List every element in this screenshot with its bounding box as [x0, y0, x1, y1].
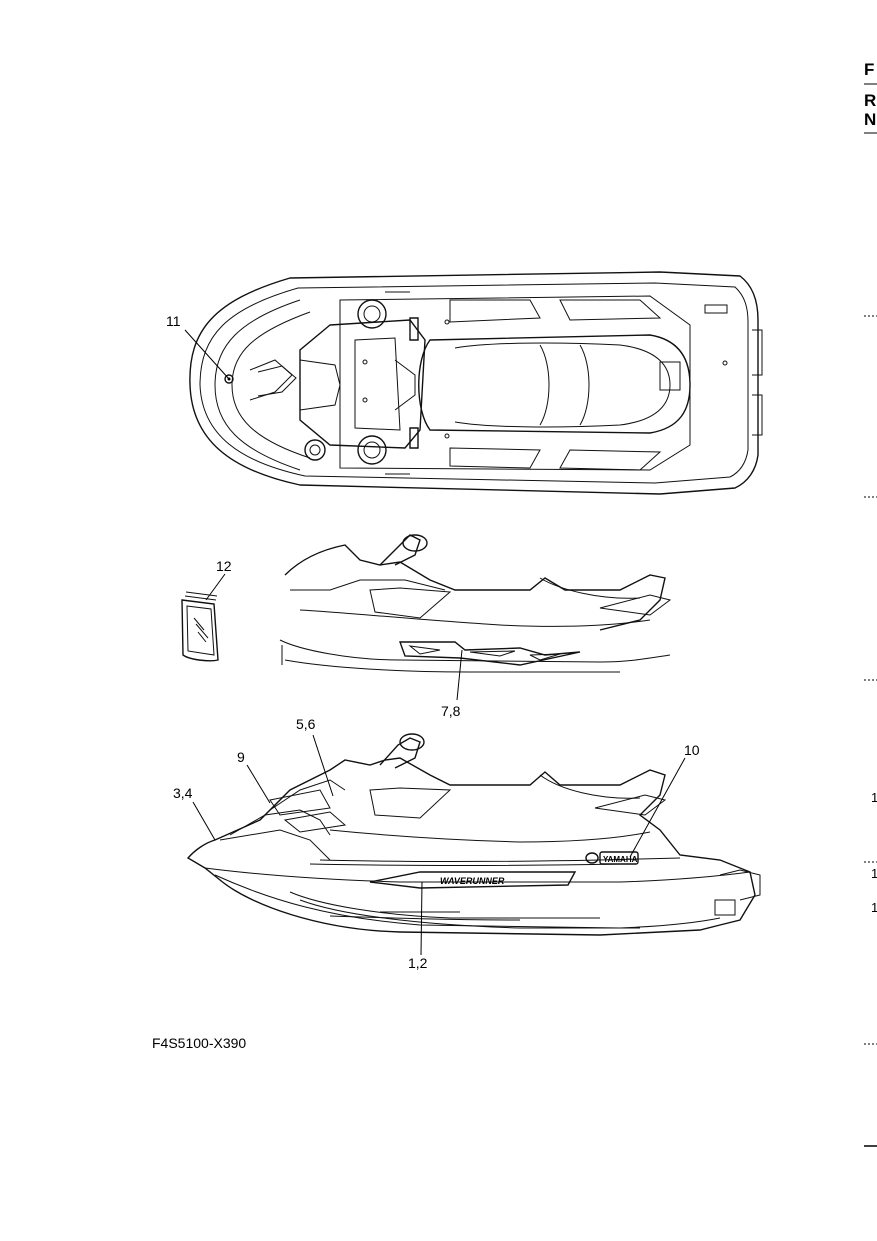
decal-sheet-item — [181, 573, 226, 662]
callout-11: 11 — [166, 313, 181, 329]
brand-logo-text: YAMAHA — [603, 855, 638, 864]
top-view-watercraft — [184, 271, 763, 495]
callout-3-4: 3,4 — [173, 785, 193, 801]
callout-5-6: 5,6 — [296, 716, 316, 732]
right-edge-clip: F R N 1 1 1 — [864, 60, 877, 1147]
side-view-partial — [279, 534, 672, 701]
hull-logo-text: WAVERUNNER — [440, 876, 505, 886]
callout-7-8: 7,8 — [441, 703, 461, 719]
edge-letter-f: F — [864, 60, 874, 79]
callout-12: 12 — [216, 558, 232, 574]
edge-letter-n: N — [864, 110, 876, 129]
edge-letter-r: R — [864, 91, 876, 110]
side-view-full: WAVERUNNER YAMAHA — [186, 733, 761, 956]
callout-9: 9 — [237, 749, 245, 765]
callout-10: 10 — [684, 742, 700, 758]
callout-1-2: 1,2 — [408, 955, 428, 971]
edge-number-3: 1 — [871, 900, 877, 915]
edge-number-1: 1 — [871, 790, 877, 805]
edge-number-2: 1 — [871, 866, 877, 881]
figure-code: F4S5100-X390 — [152, 1035, 246, 1051]
